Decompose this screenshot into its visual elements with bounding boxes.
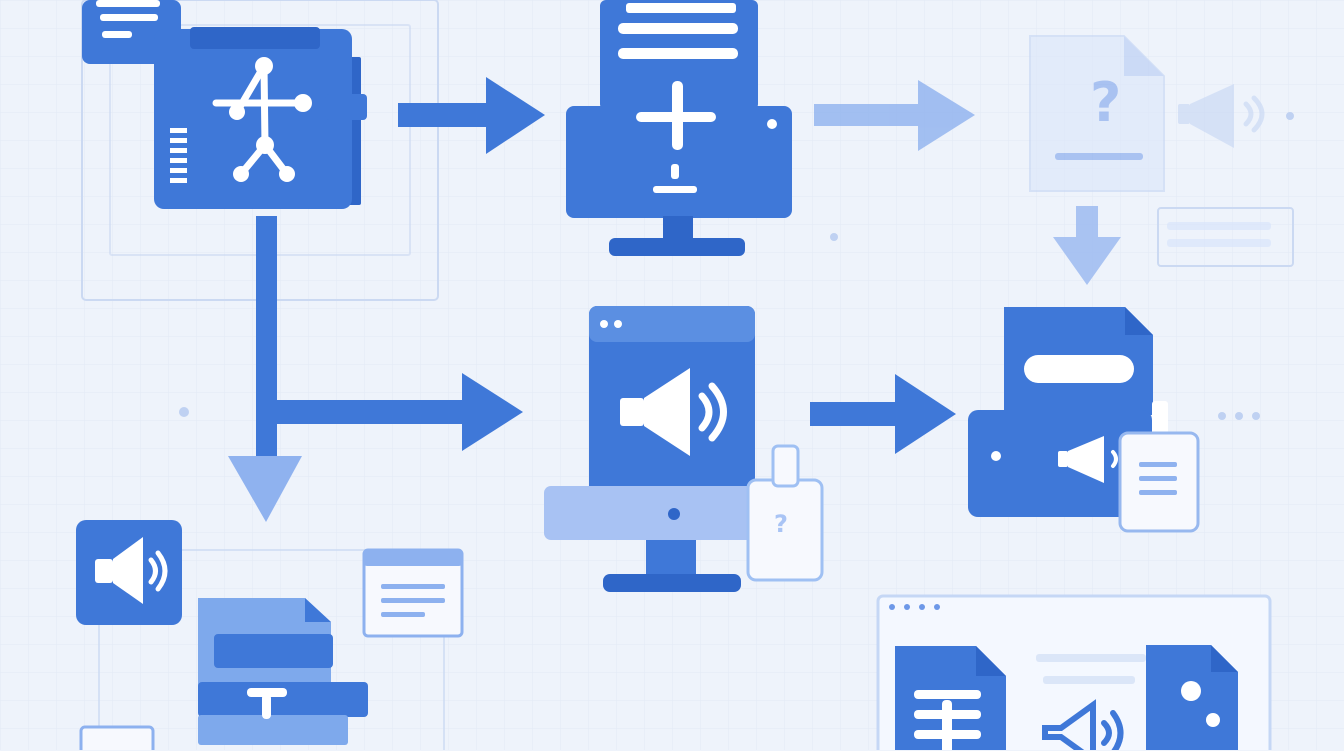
connector-source-to-monitor — [398, 77, 545, 154]
speaker-icon — [1058, 436, 1104, 483]
decorative-dots — [179, 112, 1294, 420]
output-window-node — [876, 594, 1272, 750]
svg-text:?: ? — [1090, 71, 1121, 134]
speaker-icon — [1178, 84, 1265, 148]
svg-text:?: ? — [774, 510, 788, 538]
connector-question-to-package — [1053, 206, 1121, 285]
audio-monitor-node: ? — [544, 306, 824, 592]
speaker-icon — [95, 537, 143, 604]
connector-audio-monitor-to-package — [810, 374, 956, 454]
monitor-document-node — [566, 0, 792, 256]
speaker-icon — [620, 368, 690, 456]
question-document-node: ? — [1029, 35, 1271, 247]
connector-source-to-left-stack — [228, 456, 302, 522]
left-audio-stack-node — [76, 520, 464, 750]
connector-monitor-to-question — [814, 80, 975, 151]
source-document-graph-node — [82, 0, 367, 209]
connector-source-trunk — [256, 216, 523, 474]
phone-device: ? — [746, 444, 824, 582]
audio-package-node — [968, 307, 1200, 533]
